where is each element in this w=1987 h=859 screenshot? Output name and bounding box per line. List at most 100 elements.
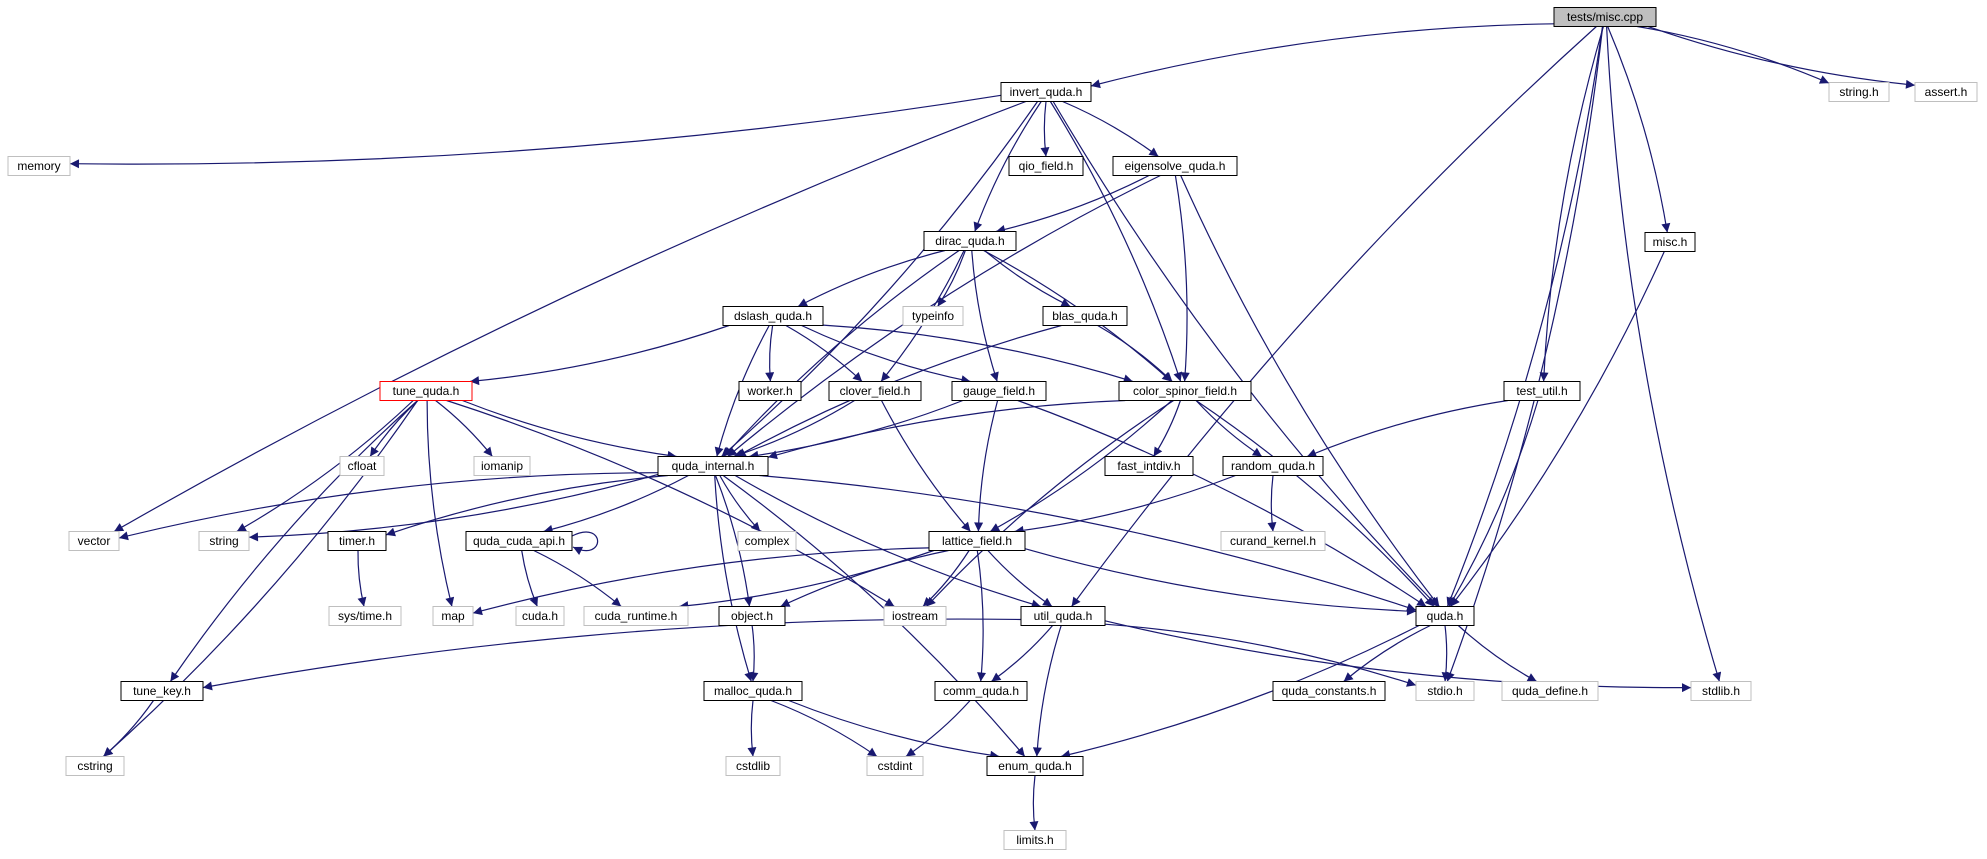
node-clover-field-h[interactable]: clover_field.h xyxy=(828,381,922,401)
edge-invert_quda_h-to-color_spinor_field_h xyxy=(1049,101,1183,382)
edge-lattice_field_h-to-util_quda_h xyxy=(987,550,1053,607)
node-cstring: cstring xyxy=(65,756,125,776)
node-quda-constants-h[interactable]: quda_constants.h xyxy=(1272,681,1386,701)
edge-lattice_field_h-to-quda_h xyxy=(1024,548,1417,616)
edge-clover_field_h-to-quda_internal_h xyxy=(733,399,855,459)
node-label: quda_internal.h xyxy=(672,459,755,473)
node-box xyxy=(1415,681,1475,701)
node-box xyxy=(432,606,474,626)
edge-tests_misc_cpp-to-misc_h xyxy=(1607,26,1671,233)
edge-tune_quda_h-to-string xyxy=(236,400,414,533)
node-cstdlib: cstdlib xyxy=(725,756,781,776)
node-box xyxy=(120,681,204,701)
node-enum-quda-h[interactable]: enum_quda.h xyxy=(986,756,1084,776)
node-color-spinor-field-h[interactable]: color_spinor_field.h xyxy=(1118,381,1252,401)
node-dirac-quda-h[interactable]: dirac_quda.h xyxy=(923,231,1017,251)
node-box xyxy=(1220,531,1326,551)
node-fast-intdiv-h[interactable]: fast_intdiv.h xyxy=(1104,456,1194,476)
node-box xyxy=(883,606,947,626)
node-box xyxy=(828,381,922,401)
edge-random_quda_h-to-curand_kernel_h xyxy=(1267,475,1277,532)
edge-invert_quda_h-to-memory xyxy=(69,94,1002,169)
node-label: cfloat xyxy=(348,459,377,473)
node-invert-quda-h[interactable]: invert_quda.h xyxy=(1000,82,1092,102)
node-string-h: string.h xyxy=(1828,82,1890,102)
node-label: string xyxy=(209,534,238,548)
edge-invert_quda_h-to-dirac_quda_h xyxy=(973,101,1042,232)
node-box xyxy=(1644,232,1696,252)
node-label: typeinfo xyxy=(912,309,954,323)
node-dslash-quda-h[interactable]: dslash_quda.h xyxy=(722,306,824,326)
node-test-util-h[interactable]: test_util.h xyxy=(1503,381,1581,401)
node-label: quda_define.h xyxy=(1512,684,1588,698)
edge-object_h-to-malloc_quda_h xyxy=(749,625,759,682)
node-curand-kernel-h: curand_kernel.h xyxy=(1220,531,1326,551)
node-label: object.h xyxy=(731,609,773,623)
edge-tune_quda_h-to-tune_key_h xyxy=(169,400,419,682)
edge-eigensolve_quda_h-to-dirac_quda_h xyxy=(995,174,1150,234)
edge-invert_quda_h-to-eigensolve_quda_h xyxy=(1062,100,1159,157)
node-label: assert.h xyxy=(1925,85,1968,99)
edge-quda_internal_h-to-string xyxy=(248,473,659,542)
node-box xyxy=(928,531,1026,551)
node-label: complex xyxy=(745,534,790,548)
node-memory: memory xyxy=(7,156,71,176)
edge-quda_internal_h-to-timer_h xyxy=(385,474,668,537)
edge-quda_internal_h-to-malloc_quda_h xyxy=(714,475,753,682)
edge-quda_h-to-stdio_h xyxy=(1441,625,1451,682)
node-lattice-field-h[interactable]: lattice_field.h xyxy=(928,531,1026,551)
node-box xyxy=(1042,306,1128,326)
node-eigensolve-quda-h[interactable]: eigensolve_quda.h xyxy=(1112,156,1238,176)
edge-timer_h-to-sys_time_h xyxy=(357,550,367,607)
node-box xyxy=(327,531,387,551)
edge-quda_h-to-quda_constants_h xyxy=(1343,624,1431,682)
edge-quda_internal_h-to-quda_h xyxy=(759,474,1417,612)
node-box xyxy=(1503,381,1581,401)
node-malloc-quda-h[interactable]: malloc_quda.h xyxy=(703,681,803,701)
node-misc-h[interactable]: misc.h xyxy=(1644,232,1696,252)
node-tune-quda-h[interactable]: tune_quda.h xyxy=(379,381,473,401)
edge-blas_quda_h-to-color_spinor_field_h xyxy=(1097,324,1173,382)
node-worker-h[interactable]: worker.h xyxy=(738,381,802,401)
node-box xyxy=(515,606,565,626)
node-quda-internal-h[interactable]: quda_internal.h xyxy=(657,456,769,476)
node-box xyxy=(1020,606,1106,626)
node-quda-cuda-api-h[interactable]: quda_cuda_api.h xyxy=(465,531,573,551)
edge-quda_internal_h-to-util_quda_h xyxy=(734,474,1041,609)
node-quda-h[interactable]: quda.h xyxy=(1415,606,1475,626)
node-blas-quda-h[interactable]: blas_quda.h xyxy=(1042,306,1128,326)
node-label: test_util.h xyxy=(1516,384,1567,398)
node-label: memory xyxy=(17,159,60,173)
node-tune-key-h[interactable]: tune_key.h xyxy=(120,681,204,701)
edge-gauge_field_h-to-lattice_field_h xyxy=(974,400,999,532)
node-tests-misc-cpp[interactable]: tests/misc.cpp xyxy=(1553,7,1657,27)
node-map: map xyxy=(432,606,474,626)
node-random-quda-h[interactable]: random_quda.h xyxy=(1222,456,1324,476)
node-label: malloc_quda.h xyxy=(714,684,792,698)
edge-enum_quda_h-to-limits_h xyxy=(1029,775,1039,831)
node-gauge-field-h[interactable]: gauge_field.h xyxy=(951,381,1047,401)
node-box xyxy=(198,531,250,551)
node-timer-h[interactable]: timer.h xyxy=(327,531,387,551)
node-qio-field-h[interactable]: qio_field.h xyxy=(1008,156,1084,176)
edge-quda_cuda_api_h-to-cuda_h xyxy=(521,550,539,607)
node-box xyxy=(1003,830,1067,850)
edge-tests_misc_cpp-to-invert_quda_h xyxy=(1090,23,1555,89)
node-comm-quda-h[interactable]: comm_quda.h xyxy=(934,681,1028,701)
node-label: cstring xyxy=(77,759,112,773)
node-label: curand_kernel.h xyxy=(1230,534,1316,548)
node-iostream: iostream xyxy=(883,606,947,626)
node-label: fast_intdiv.h xyxy=(1117,459,1180,473)
edge-quda_h-to-quda_define_h xyxy=(1457,625,1537,683)
edge-lattice_field_h-to-map xyxy=(472,547,930,616)
node-util-quda-h[interactable]: util_quda.h xyxy=(1020,606,1106,626)
node-iomanip: iomanip xyxy=(473,456,531,476)
node-object-h[interactable]: object.h xyxy=(718,606,786,626)
edge-lattice_field_h-to-cuda_runtime_h xyxy=(679,549,934,611)
node-label: sys/time.h xyxy=(338,609,392,623)
edge-tune_quda_h-to-map xyxy=(426,400,455,607)
edge-invert_quda_h-to-quda_internal_h xyxy=(721,101,1038,457)
edge-color_spinor_field_h-to-random_quda_h xyxy=(1195,400,1263,457)
edge-test_util_h-to-random_quda_h xyxy=(1306,399,1508,458)
node-cuda-h: cuda.h xyxy=(515,606,565,626)
